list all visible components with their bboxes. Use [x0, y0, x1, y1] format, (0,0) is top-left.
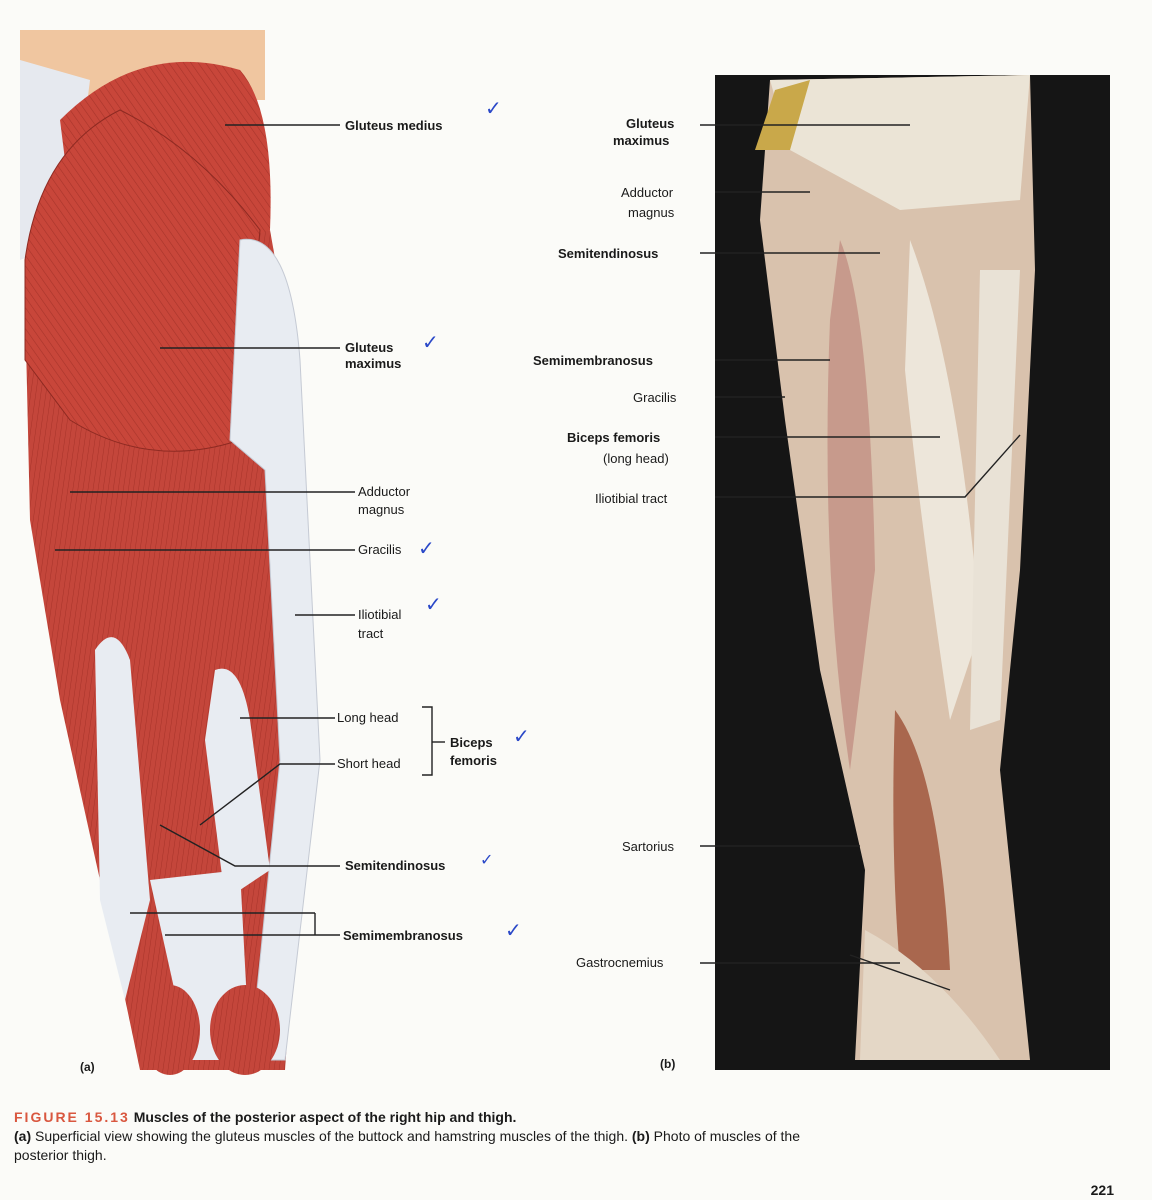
check-mark-icon: ✓	[485, 96, 502, 120]
label-semimembranosus-a: Semimembranosus	[343, 928, 463, 943]
label-semitendinosus-a: Semitendinosus	[345, 858, 446, 873]
label-gastrocnemius-b: Gastrocnemius	[576, 955, 664, 970]
label-adductor-magnus-a: Adductor	[358, 484, 411, 499]
check-mark-icon: ✓	[418, 536, 435, 560]
label-gluteus-maximus-b-line2: maximus	[613, 133, 670, 148]
label-semitendinosus-b: Semitendinosus	[558, 246, 659, 261]
photo-svg	[700, 75, 1110, 1070]
label-gluteus-medius: Gluteus medius	[345, 118, 443, 133]
label-gluteus-maximus-b: Gluteus	[626, 116, 675, 131]
label-gracilis-a: Gracilis	[358, 542, 402, 557]
leader-lines-b	[700, 124, 1021, 991]
label-biceps-femoris-b: Biceps femoris	[567, 430, 661, 445]
gluteus-maximus-fascia	[770, 75, 1030, 210]
figure-title: Muscles of the posterior aspect of the r…	[133, 1109, 517, 1125]
calf-muscle-left	[140, 985, 200, 1075]
caption-part-b-text: Photo of muscles of the posterior thigh.	[14, 1128, 800, 1163]
caption-part-a-tag: (a)	[14, 1128, 32, 1144]
label-gluteus-maximus-a: Gluteus	[345, 340, 394, 355]
fat-tissue	[755, 80, 810, 150]
panel-a-tag: (a)	[80, 1060, 95, 1074]
caption-part-b-tag: (b)	[631, 1128, 650, 1144]
figure-number: FIGURE 15.13	[14, 1109, 130, 1125]
panel-a-illustration: Gluteus medius ✓ Gluteus maximus ✓ Adduc…	[0, 0, 560, 1090]
label-gluteus-maximus-a-line2: maximus	[345, 356, 402, 371]
iliotibial-tract-shape	[229, 238, 321, 1061]
check-mark-icon: ✓	[425, 592, 442, 616]
leader-lines-a	[55, 124, 445, 936]
caption-part-a-text: Superficial view showing the gluteus mus…	[35, 1128, 628, 1144]
figure-caption: FIGURE 15.13 Muscles of the posterior as…	[14, 1108, 814, 1165]
label-short-head: Short head	[337, 756, 401, 771]
calf-muscle-right	[210, 985, 280, 1075]
thigh-specimen	[760, 75, 1035, 1060]
label-sartorius-b: Sartorius	[622, 839, 675, 854]
panel-b-tag: (b)	[660, 1057, 676, 1071]
semitendinosus-photo	[827, 240, 875, 770]
label-iliotibial-a: Iliotibial	[358, 607, 402, 622]
label-semimembranosus-b: Semimembranosus	[533, 353, 653, 368]
biceps-fascia	[905, 240, 980, 720]
check-mark-icon: ✓	[422, 330, 439, 354]
popliteal-area	[893, 710, 950, 970]
label-adductor-magnus-b-line2: magnus	[628, 205, 675, 220]
label-adductor-magnus-b: Adductor	[621, 185, 674, 200]
label-iliotibial-b: Iliotibial tract	[595, 491, 668, 506]
illustration-svg	[20, 30, 445, 1075]
check-mark-icon: ✓	[505, 918, 522, 942]
label-adductor-magnus-a-line2: magnus	[358, 502, 405, 517]
panel-b-photo: (b)	[660, 70, 1120, 1071]
label-biceps-femoris-b-line2: (long head)	[603, 451, 669, 466]
label-biceps-femoris-a: Biceps	[450, 735, 493, 750]
label-gracilis-b: Gracilis	[633, 390, 677, 405]
check-mark-icon: ✓	[480, 850, 494, 869]
label-biceps-femoris-a-line2: femoris	[450, 753, 497, 768]
tendon-right	[205, 668, 270, 900]
page-number: 221	[1090, 1182, 1114, 1198]
label-iliotibial-a-line2: tract	[358, 626, 384, 641]
iliotibial-tract-photo	[970, 270, 1020, 730]
tendon-left	[95, 637, 150, 1000]
check-mark-icon: ✓	[513, 724, 530, 748]
gluteus-maximus-muscle	[24, 109, 261, 452]
label-long-head: Long head	[337, 710, 399, 725]
